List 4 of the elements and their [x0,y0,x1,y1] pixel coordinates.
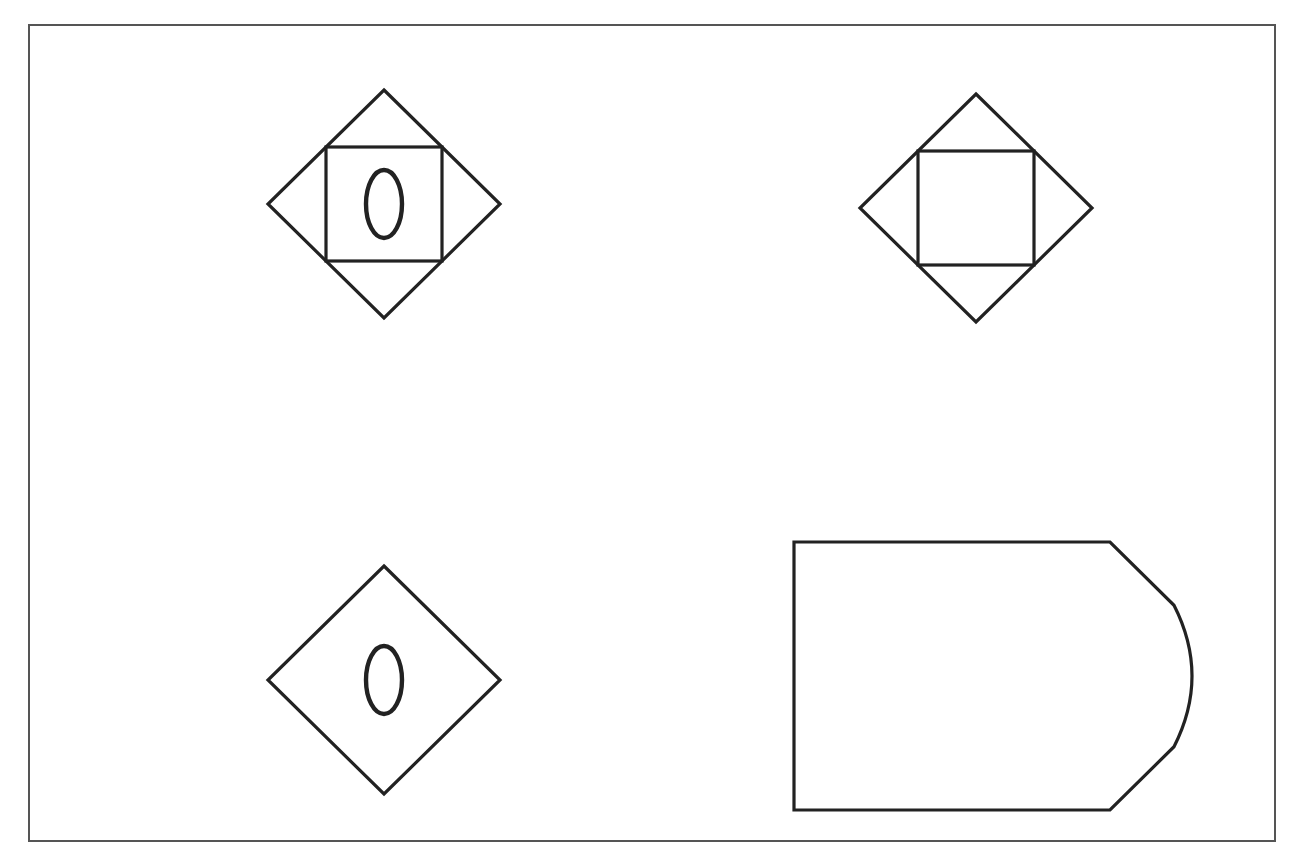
display-symbol [792,540,1198,812]
diamond-symbol [268,566,500,794]
diamond-symbol [860,94,1092,322]
diamond-symbol [268,90,500,318]
